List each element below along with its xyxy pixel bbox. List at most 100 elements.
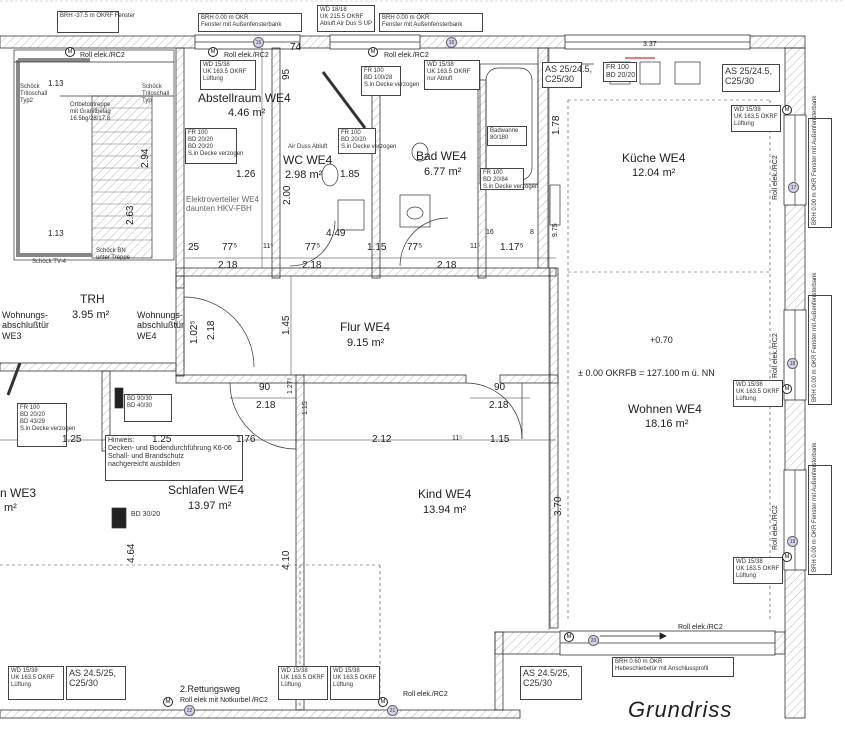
room-area-wc: 2.98 m² — [285, 169, 323, 181]
stairwell — [13, 49, 175, 261]
dim-218d: 2.18 — [206, 320, 217, 340]
note-bd-30: BD 30/20 — [129, 510, 165, 530]
note-brh-hebe: BRH 0.60 m OKR Hebeschiebetür mit Anschl… — [612, 657, 734, 677]
arrow — [600, 632, 667, 640]
note-hinweis: Hinweis: Decken- und Bodendurchführung K… — [105, 435, 243, 481]
note-side3: BRH 0.00 m OKR Fenster mit Außenfensterb… — [812, 442, 818, 572]
label-treppe: Ortbetontreppe mit Granitbelag 16.5bg/28… — [70, 102, 111, 122]
note-wd-abluft: WD 18/18 UK 215.5 OKRF Abluft Air Dus S … — [317, 5, 375, 32]
marker-20: 20 — [588, 635, 599, 646]
dim-337: 3.37 — [643, 41, 657, 48]
note-fr-wc: FR 100 BD 20/20 S.in Decke verzogen — [338, 128, 396, 154]
note-fr-bad: FR 100 BD 20/84 S.in Decke verzogen — [480, 168, 538, 190]
dim-90b: 90 — [494, 382, 506, 393]
dim-126: 1.26 — [236, 169, 256, 180]
label-schoeck-tv: Schöck TV-4 — [32, 259, 66, 265]
room-area-kind: 13.94 m² — [423, 504, 467, 516]
marker-18: 18 — [787, 358, 798, 369]
note-brh-fenster: BRH -37.5 m OKRF Fenster — [57, 11, 135, 33]
note-as-br: AS 24.5/25, C25/30 — [520, 666, 582, 700]
marker-21: 21 — [387, 705, 398, 716]
dim-1275: 1.27⁵ — [287, 377, 294, 394]
dim-11b: 11⁵ — [470, 243, 481, 250]
note-fr100-top: FR 100 BD 100/28 S.in Decke verzogen — [361, 66, 419, 96]
dim-102: 1.02⁵ — [189, 320, 200, 344]
room-name-abstellraum: Abstellraum WE4 — [198, 91, 291, 105]
room-area-wohnen: 18.16 m² — [645, 418, 689, 430]
label-kote: +0.70 — [650, 335, 673, 345]
dim-449: 4.49 — [326, 228, 346, 239]
note-side3-box: BRH 0.00 m OKR Fenster mit Außenfensterb… — [808, 443, 832, 575]
dim-115v: 1.15 — [302, 401, 309, 415]
dim-16: 16 — [486, 229, 494, 236]
label-rettungsweg: 2.Rettungsweg — [180, 684, 241, 694]
dim-8: 8 — [530, 229, 534, 236]
dim-178: 1.78 — [551, 115, 562, 135]
label-wohnungsabschluss-we3: Wohnungs- abschlußtür WE3 — [2, 310, 50, 341]
dim-113b: 1.13 — [48, 79, 64, 88]
label-wohnungsabschluss-we4: Wohnungs- abschlußtür WE4 — [137, 310, 185, 341]
dim-115-flur: 1.15 — [367, 242, 387, 253]
dim-218a: 2.18 — [218, 260, 238, 271]
dim-11a: 11⁵ — [263, 243, 274, 250]
room-area-flur: 9.15 m² — [347, 337, 385, 349]
label-roll-side2: Roll elek./RC2 — [772, 333, 779, 378]
label-roll-side3: Roll elek./RC2 — [772, 505, 779, 550]
marker-19: 19 — [787, 536, 798, 547]
bath-fixtures — [6, 61, 701, 529]
note-side1: BRH 0.00 m OKR Fenster mit Außenfensterb… — [812, 95, 818, 225]
dim-212: 2.12 — [372, 434, 392, 445]
plan-title: Grundriss — [628, 697, 733, 722]
room-name-bad: Bad WE4 — [416, 149, 467, 163]
dim-11c: 11⁵ — [452, 435, 463, 442]
dim-115: 1.15 — [490, 434, 510, 445]
dim-95: 95 — [281, 68, 292, 80]
note-wd-bl1: WD 15/38 UK 163.5 OKRF Lüftung — [8, 666, 64, 700]
note-bd-90: BD 90/30 BD 40/30 — [124, 394, 172, 422]
dim-218c: 2.18 — [437, 260, 457, 271]
dim-145: 1.45 — [281, 315, 292, 335]
note-as-top: AS 25/24.5, C25/30 — [542, 62, 592, 88]
note-side2: BRH 0.00 m OKR Fenster mit Außenfensterb… — [812, 272, 818, 402]
note-fr100-20: FR 100 BD 20/20 — [603, 62, 637, 82]
room-area-we3: m² — [4, 502, 17, 514]
dim-77b: 77⁵ — [305, 242, 321, 253]
room-area-trh: 3.95 m² — [72, 309, 110, 321]
motor-symbol-3: M — [368, 47, 378, 57]
note-brh-fenster-auss2: BRH 0.00 m OKR Fenster mit Außenfensterb… — [379, 13, 483, 32]
note-side1-box: BRH 0.00 m OKR Fenster mit Außenfensterb… — [808, 96, 832, 228]
dim-370: 3.70 — [553, 496, 564, 516]
dim-113a: 1.13 — [48, 229, 64, 238]
motor-symbol-6: M — [782, 384, 792, 394]
note-wd-lueftung1: WD 15/38 UK 163.5 OKRF Lüftung — [200, 60, 256, 90]
note-badwanne: Badwanne 80/180 — [487, 126, 527, 146]
dim-25: 25 — [188, 242, 200, 253]
note-as-right: AS 25/24.5, C25/30 — [722, 64, 780, 92]
dim-218f: 2.18 — [489, 400, 509, 411]
dim-185: 1.85 — [340, 169, 360, 180]
label-schoeck-tp2: Schöck Tritoschall Typ — [142, 84, 170, 104]
marker-16: 16 — [446, 37, 457, 48]
note-fr-left: FR 100 BD 20/20 BD 20/20 S.in Decke verz… — [185, 128, 243, 164]
label-roll-notkurbel: Roll elek mit Notkurbel /RC2 — [180, 697, 268, 704]
dim-218e: 2.18 — [256, 400, 276, 411]
dashed-lines — [0, 99, 771, 710]
room-name-kueche: Küche WE4 — [622, 151, 686, 165]
note-wd-b1: WD 15/38 UK 163.5 OKRF Lüftung — [278, 666, 328, 700]
dim-74: 74 — [290, 42, 302, 53]
label-niveau: ± 0.00 OKRFB = 127.100 m ü. NN — [578, 368, 715, 378]
dim-464: 4.64 — [126, 543, 137, 563]
dim-294: 2.94 — [140, 148, 151, 168]
note-brh-fenster-auss1: BRH 0.00 m OKR Fenster mit Außenfensterb… — [198, 13, 302, 32]
dim-77c: 77⁵ — [407, 242, 423, 253]
marker-22: 22 — [184, 705, 195, 716]
room-name-kind: Kind WE4 — [418, 487, 472, 501]
label-roll-top: Roll elek./RC2 — [80, 52, 125, 59]
room-area-bad: 6.77 m² — [424, 166, 462, 178]
dim-975: 9.75 — [552, 223, 559, 237]
room-area-abstellraum: 4.46 m² — [228, 107, 266, 119]
motor-symbol-8: M — [163, 697, 173, 707]
dim-125a: 1.25 — [62, 434, 82, 445]
